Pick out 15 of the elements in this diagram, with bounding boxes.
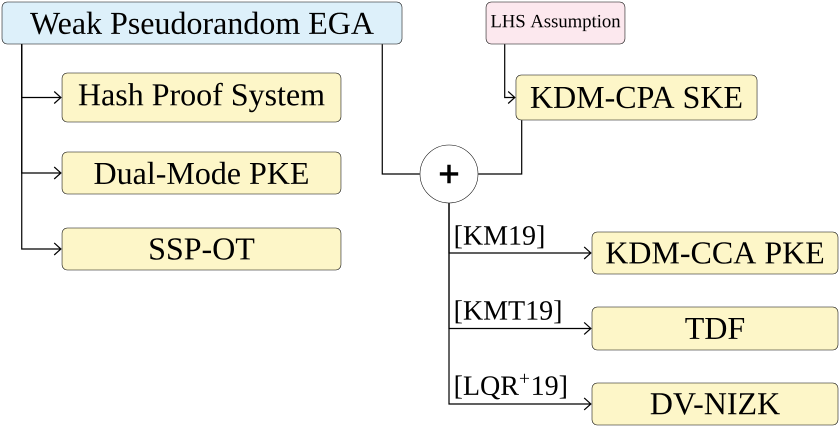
- rounded-box: SSP-OT: [62, 228, 342, 270]
- edge-label: [KMT19]: [452, 298, 564, 325]
- edge-label: [KM19]: [452, 224, 547, 250]
- arrow: [448, 203, 592, 410]
- arrow: [21, 44, 62, 256]
- rounded-box: DV-NIZK: [592, 382, 838, 426]
- rounded-box: KDM-CCA PKE: [592, 232, 838, 274]
- rounded-box: KDM-CPA SKE: [516, 74, 758, 120]
- rounded-box: Weak Pseudorandom EGA: [2, 2, 402, 44]
- edge-label: [LQR$^{+}$19]: [452, 372, 570, 401]
- arrow: [504, 44, 516, 104]
- rounded-box: Dual-Mode PKE: [62, 152, 342, 194]
- rounded-box: LHS Assumption: [486, 2, 626, 44]
- rounded-box: TDF: [592, 306, 838, 350]
- rounded-box: Hash Proof System: [62, 72, 342, 122]
